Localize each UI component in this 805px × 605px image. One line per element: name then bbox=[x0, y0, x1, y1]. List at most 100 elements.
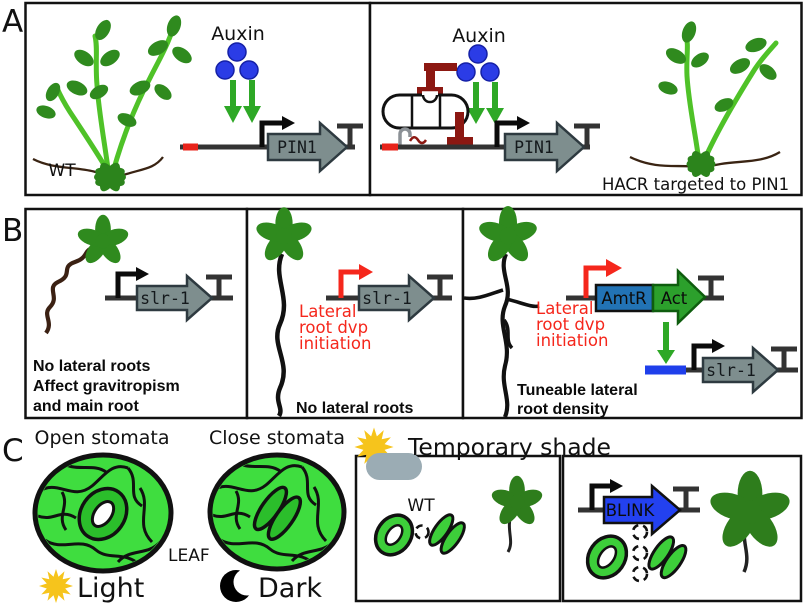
lateral-root bbox=[502, 318, 514, 350]
cycle-arrows-icon bbox=[631, 523, 649, 541]
cycle-arrows-icon bbox=[414, 524, 430, 540]
slr1-construct-2: slr-1 bbox=[326, 264, 453, 323]
promoter-icon bbox=[691, 339, 725, 370]
open-stoma-icon bbox=[373, 513, 415, 557]
temporary-shade-title: Temporary shade bbox=[407, 433, 611, 461]
slr1-gene-label: slr-1 bbox=[706, 361, 756, 380]
slr1-seedling-agravitropic bbox=[44, 214, 131, 335]
wavy-root bbox=[44, 244, 98, 335]
wt-label: WT bbox=[48, 161, 76, 181]
terminator-icon bbox=[673, 486, 699, 510]
moon-icon bbox=[220, 568, 261, 602]
open-stomata-label: Open stomata bbox=[34, 427, 169, 449]
terminator-icon bbox=[427, 274, 453, 298]
gene-arrow-blink bbox=[602, 483, 682, 537]
wt-label-shade: WT bbox=[407, 496, 435, 516]
terminator-icon bbox=[771, 346, 797, 370]
signal-arrows-icon bbox=[224, 80, 261, 123]
amtr-act-construct: AmtR Act bbox=[566, 259, 724, 326]
repressor-domain-top-icon bbox=[417, 63, 457, 95]
promoter-icon bbox=[589, 479, 623, 510]
hacr-complex-illustration bbox=[381, 63, 473, 146]
open-stoma-icon bbox=[77, 486, 129, 542]
b2-promoter-label-line2: root dvp bbox=[299, 318, 368, 337]
signal-arrows-icon bbox=[467, 82, 504, 124]
slr1-seedling-straight bbox=[253, 207, 315, 418]
pin1-gene-label: PIN1 bbox=[514, 138, 554, 157]
cloud-icon bbox=[366, 453, 422, 480]
operator-site-bar bbox=[645, 365, 686, 375]
degron-hook-icon bbox=[398, 127, 412, 146]
panel-b-box1 bbox=[24, 207, 249, 420]
promoter-icon bbox=[494, 116, 530, 147]
gene-arrow-pin1 bbox=[503, 120, 586, 174]
slr1-seedling-lateral-roots bbox=[463, 206, 540, 418]
promoter-icon bbox=[115, 267, 149, 298]
hacr-plant-illustration bbox=[629, 21, 781, 177]
closed-stoma-icon bbox=[647, 535, 688, 580]
b2-caption: No lateral roots bbox=[296, 400, 413, 417]
gene-arrow-slr1 bbox=[701, 345, 780, 395]
terminator-icon bbox=[698, 275, 724, 297]
hacr-plant-leaves bbox=[658, 21, 777, 112]
wt-shoot-illustration bbox=[489, 475, 545, 553]
dna-red-mark bbox=[183, 143, 198, 151]
gene-arrow-slr1 bbox=[357, 273, 436, 323]
open-stoma-icon bbox=[585, 534, 629, 580]
terminator-icon bbox=[574, 123, 600, 147]
lateral-root bbox=[463, 288, 504, 301]
b3-promoter-label-line3: initiation bbox=[536, 331, 608, 350]
auxin-molecules-icon bbox=[456, 44, 500, 82]
b2-promoter-label-line1: Lateral bbox=[299, 302, 356, 321]
b3-promoter-label-line2: root dvp bbox=[536, 315, 605, 334]
b1-caption-line3: and main root bbox=[33, 398, 139, 415]
pin1-construct-wt: PIN1 bbox=[180, 116, 363, 174]
light-label: Light bbox=[77, 573, 144, 604]
slr1-construct-3: slr-1 bbox=[645, 339, 798, 395]
panel-a-letter: A bbox=[2, 4, 23, 40]
b3-promoter-label-line1: Lateral bbox=[536, 299, 593, 318]
auxin-label-left: Auxin bbox=[211, 23, 265, 45]
closed-stoma-icon bbox=[252, 485, 303, 541]
lateral-root bbox=[505, 297, 540, 309]
amtr-label: AmtR bbox=[601, 289, 646, 308]
auxin-molecules-icon bbox=[215, 42, 259, 80]
inducible-promoter-icon bbox=[583, 259, 622, 298]
blink-gene-label: BLINK bbox=[606, 501, 656, 520]
auxin-label-right: Auxin bbox=[452, 25, 506, 47]
wt-plant-illustration bbox=[32, 15, 192, 192]
dark-label: Dark bbox=[258, 573, 322, 604]
wt-plant-rosette bbox=[94, 162, 126, 192]
panel-c-letter: C bbox=[2, 433, 24, 469]
pin1-construct-hacr: PIN1 bbox=[380, 116, 600, 174]
b3-caption-line1: Tuneable lateral bbox=[517, 382, 638, 399]
repressor-domain-right-icon bbox=[447, 112, 473, 145]
gene-arrow-slr1 bbox=[135, 273, 214, 323]
gene-arrow-pin1 bbox=[266, 120, 349, 174]
inducible-promoter-icon bbox=[338, 264, 373, 298]
activation-arrow-icon bbox=[657, 322, 675, 364]
sun-icon bbox=[39, 569, 73, 603]
wt-plant-leaves bbox=[36, 15, 192, 127]
pin1-gene-label: PIN1 bbox=[277, 138, 317, 157]
cycle-arrows-icon bbox=[631, 544, 649, 562]
blink-construct: BLINK bbox=[578, 479, 700, 537]
b1-caption-line2: Affect gravitropism bbox=[33, 378, 180, 395]
b3-caption-line2: root density bbox=[517, 401, 609, 418]
closed-stoma-icon bbox=[428, 513, 466, 555]
leaf-disc-open-stomata bbox=[32, 452, 174, 574]
main-root bbox=[275, 253, 287, 418]
terminator-icon bbox=[337, 123, 363, 147]
panel-a-left-box bbox=[24, 1, 372, 197]
dna-red-mark bbox=[382, 143, 398, 151]
close-stomata-label: Close stomata bbox=[209, 427, 345, 449]
b1-caption-line1: No lateral roots bbox=[33, 358, 150, 375]
red-squiggle-icon bbox=[408, 136, 428, 145]
slr1-gene-label: slr-1 bbox=[362, 289, 412, 308]
blink-shoot-illustration bbox=[706, 470, 794, 573]
main-root bbox=[500, 253, 510, 418]
leaf-disc-closed-stomata bbox=[207, 452, 347, 572]
amtr-repressor-block bbox=[594, 283, 655, 313]
slr1-construct-1: slr-1 bbox=[105, 267, 233, 323]
